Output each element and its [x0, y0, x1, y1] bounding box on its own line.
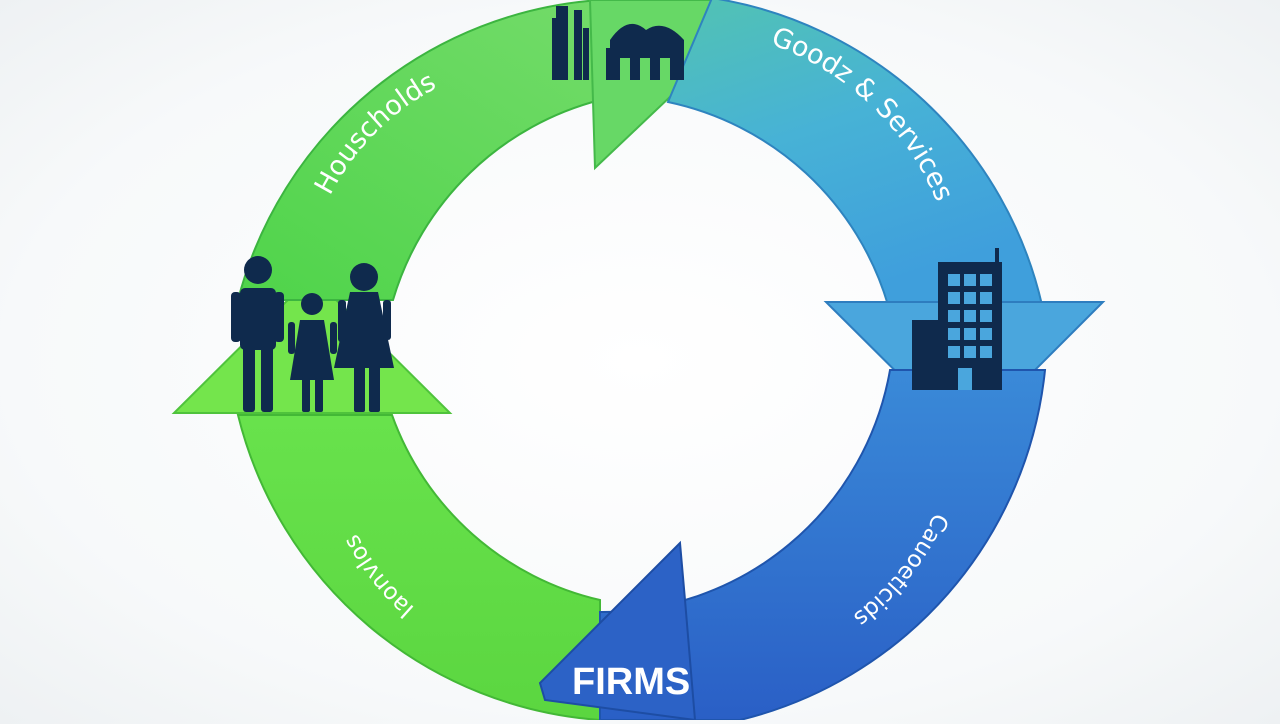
- factory-icon: [552, 6, 684, 80]
- family-icon: [231, 256, 394, 412]
- label-firms: FIRMS: [572, 661, 690, 703]
- office-building-icon: [912, 248, 1002, 390]
